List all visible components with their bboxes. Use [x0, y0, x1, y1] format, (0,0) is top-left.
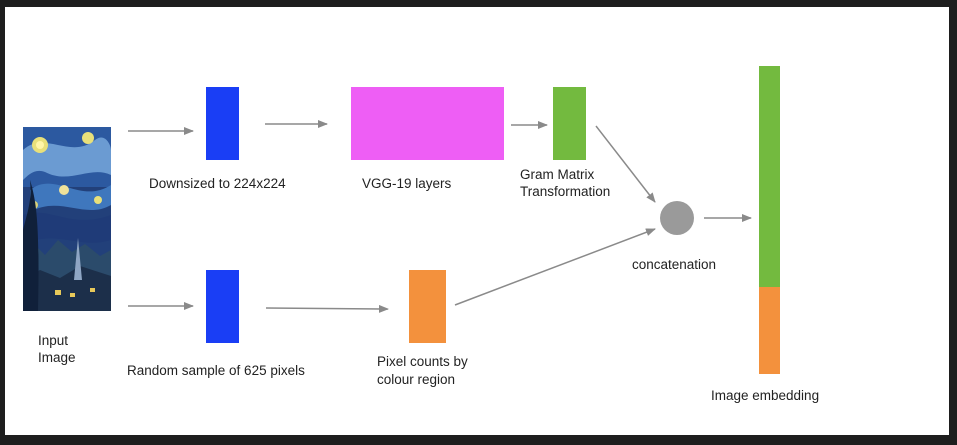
pixel-counts-label-line2: colour region [377, 372, 456, 387]
downsize-block [206, 87, 239, 160]
arrow-gram-to-concat [595, 125, 656, 203]
vgg-label: VGG-19 layers [362, 176, 452, 191]
starry-night-painting-icon [23, 127, 111, 311]
arrow-sample-to-pixelcount [265, 304, 389, 313]
gram-matrix-block [553, 87, 586, 160]
pixel-counts-label-line1: Pixel counts by [377, 354, 468, 369]
random-sample-label: Random sample of 625 pixels [127, 363, 305, 378]
input-image-label-line2: Image [38, 350, 76, 365]
random-sample-block [206, 270, 239, 343]
concatenation-node [660, 201, 694, 235]
arrow-pixelcount-to-concat [454, 228, 656, 306]
embedding-bar-gram [759, 66, 780, 287]
image-embedding-label: Image embedding [711, 388, 820, 403]
vgg-block [351, 87, 504, 160]
gram-label-line1: Gram Matrix [520, 167, 595, 182]
pixel-count-block [409, 270, 446, 343]
input-image-label-line1: Input [38, 333, 69, 348]
embedding-bar-pixels [759, 287, 780, 374]
diagram-canvas [5, 7, 949, 435]
concatenation-label: concatenation [632, 257, 717, 272]
downsized-label: Downsized to 224x224 [149, 176, 286, 191]
gram-label-line2: Transformation [520, 184, 611, 199]
